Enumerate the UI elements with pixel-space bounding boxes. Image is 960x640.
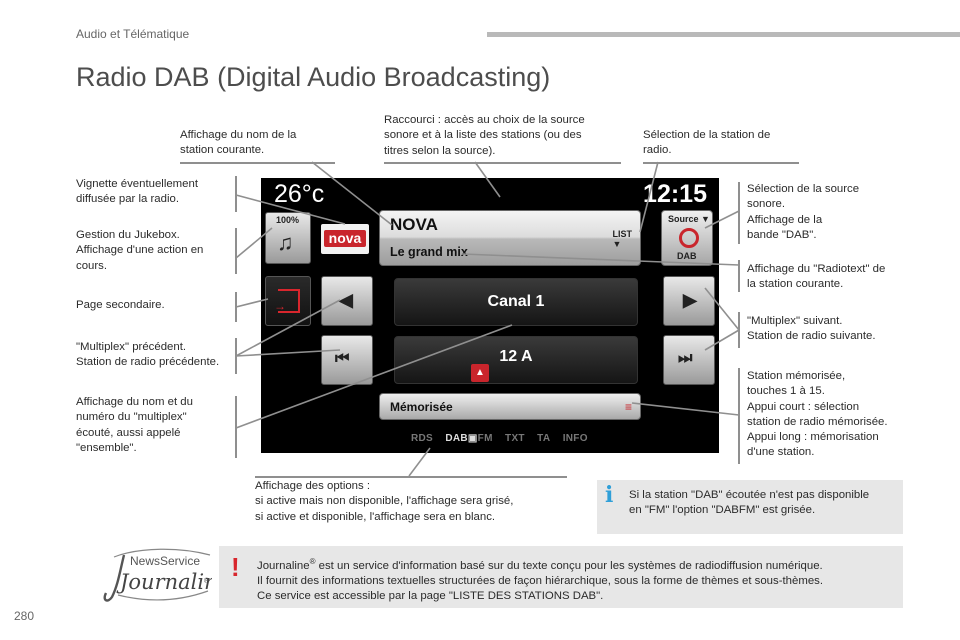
info-icon: i bbox=[605, 482, 614, 508]
svg-text:®: ® bbox=[204, 577, 210, 585]
option-info[interactable]: INFO bbox=[562, 433, 588, 444]
svg-text:Journaline: Journaline bbox=[116, 570, 212, 594]
jukebox-percent: 100% bbox=[276, 215, 300, 225]
source-button[interactable]: Source ▼ DAB bbox=[661, 210, 713, 266]
header-rule bbox=[487, 32, 960, 37]
list-icon: ≡ bbox=[624, 400, 632, 414]
annotation-bar bbox=[738, 260, 740, 292]
warning-note: ! Journaline® est un service d'informati… bbox=[219, 546, 903, 608]
secondary-page-button[interactable]: → bbox=[265, 276, 311, 326]
annotation-logo: Vignette éventuellement diffusée par la … bbox=[76, 178, 199, 206]
annotation-bar bbox=[235, 176, 237, 212]
annotation-bar bbox=[235, 396, 237, 458]
skip-forward-icon: ⏭ bbox=[678, 350, 693, 367]
annotation-shortcut: Raccourci : accès au choix de la source … bbox=[384, 113, 621, 164]
annotation-bar bbox=[235, 292, 237, 322]
annotation-source: Sélection de la source sonore. Affichage… bbox=[747, 183, 860, 241]
option-fm[interactable]: FM bbox=[477, 433, 493, 444]
arrow-right-icon: ▶ bbox=[683, 290, 697, 310]
skip-back-icon: ⏮ bbox=[335, 350, 350, 367]
section-title: Audio et Télématique bbox=[76, 27, 190, 41]
clock-display: 12:15 bbox=[643, 180, 707, 208]
annotation-bar bbox=[235, 228, 237, 274]
option-ta[interactable]: TA bbox=[537, 433, 551, 444]
options-bar: RDS DAB▣FM TXT TA INFO bbox=[411, 433, 588, 444]
prev-channel-button[interactable]: ◀ bbox=[321, 276, 373, 326]
svg-text:NewsService: NewsService bbox=[130, 554, 200, 568]
annotation-multiplex-name: Affichage du nom et du numéro du "multip… bbox=[76, 396, 193, 454]
annotation-prev-multiplex: "Multiplex" précédent. Station de radio … bbox=[76, 341, 220, 369]
info-text: Si la station "DAB" écoutée n'est pas di… bbox=[629, 489, 870, 517]
station-display[interactable]: NOVA Le grand mix LIST▼ bbox=[379, 210, 641, 266]
jukebox-button[interactable]: 100% ♫ bbox=[265, 212, 311, 264]
option-txt[interactable]: TXT bbox=[505, 433, 525, 444]
warning-text: Journaline® est un service d'information… bbox=[257, 557, 824, 603]
chevron-up-icon[interactable]: ▲ bbox=[471, 364, 489, 382]
prev-multiplex-button[interactable]: ⏮ bbox=[321, 335, 373, 385]
radiotext: Le grand mix bbox=[390, 245, 468, 259]
annotation-bar bbox=[738, 312, 740, 348]
info-note: i Si la station "DAB" écoutée n'est pas … bbox=[597, 480, 903, 534]
memorized-stations-button[interactable]: Mémorisée ≡ bbox=[379, 393, 641, 420]
annotation-bar bbox=[738, 368, 740, 464]
annotation-bar bbox=[738, 182, 740, 244]
next-channel-button[interactable]: ▶ bbox=[663, 276, 715, 326]
annotation-next-multiplex: "Multiplex" suivant. Station de radio su… bbox=[747, 315, 876, 343]
radio-screen: 26°c 12:15 100% ♫ nova NOVA Le grand mix… bbox=[261, 178, 719, 453]
annotation-options: Affichage des options : si active mais n… bbox=[255, 480, 514, 523]
warning-icon: ! bbox=[231, 552, 240, 582]
station-logo: nova bbox=[321, 224, 369, 254]
annotation-memorized: Station mémorisée, touches 1 à 15. Appui… bbox=[747, 370, 888, 459]
multiplex-display: 12 A bbox=[394, 336, 638, 384]
memorized-label: Mémorisée bbox=[390, 400, 453, 414]
chevron-down-icon: ▼ bbox=[612, 239, 622, 249]
channel-display: Canal 1 bbox=[394, 278, 638, 326]
annotation-jukebox: Gestion du Jukebox. Affichage d'une acti… bbox=[76, 229, 204, 272]
temperature-display: 26°c bbox=[274, 180, 325, 208]
annotation-bar bbox=[255, 476, 567, 478]
arrow-right-icon: → bbox=[274, 299, 286, 313]
annotation-radiotext: Affichage du "Radiotext" de la station c… bbox=[747, 263, 886, 291]
dab-fm-icon: ▣ bbox=[467, 433, 478, 444]
annotation-secondary-page: Page secondaire. bbox=[76, 299, 165, 311]
music-note-icon: ♫ bbox=[277, 230, 294, 255]
station-name: NOVA bbox=[390, 215, 438, 234]
antenna-icon bbox=[679, 228, 699, 248]
option-rds[interactable]: RDS bbox=[411, 433, 434, 444]
source-label: Source ▼ bbox=[668, 214, 710, 224]
annotation-station-name: Affichage du nom de la station courante. bbox=[180, 128, 335, 164]
next-multiplex-button[interactable]: ⏭ bbox=[663, 335, 715, 385]
option-dab[interactable]: DAB bbox=[445, 433, 468, 444]
annotation-bar bbox=[235, 338, 237, 374]
journaline-logo: NewsService Journaline ® bbox=[103, 548, 212, 602]
page-title: Radio DAB (Digital Audio Broadcasting) bbox=[76, 62, 551, 92]
annotation-select-station: Sélection de la station de radio. bbox=[643, 128, 799, 164]
arrow-left-icon: ◀ bbox=[339, 290, 353, 310]
band-label: DAB bbox=[677, 251, 697, 261]
page-number: 280 bbox=[14, 609, 35, 623]
list-shortcut[interactable]: LIST▼ bbox=[612, 229, 633, 249]
